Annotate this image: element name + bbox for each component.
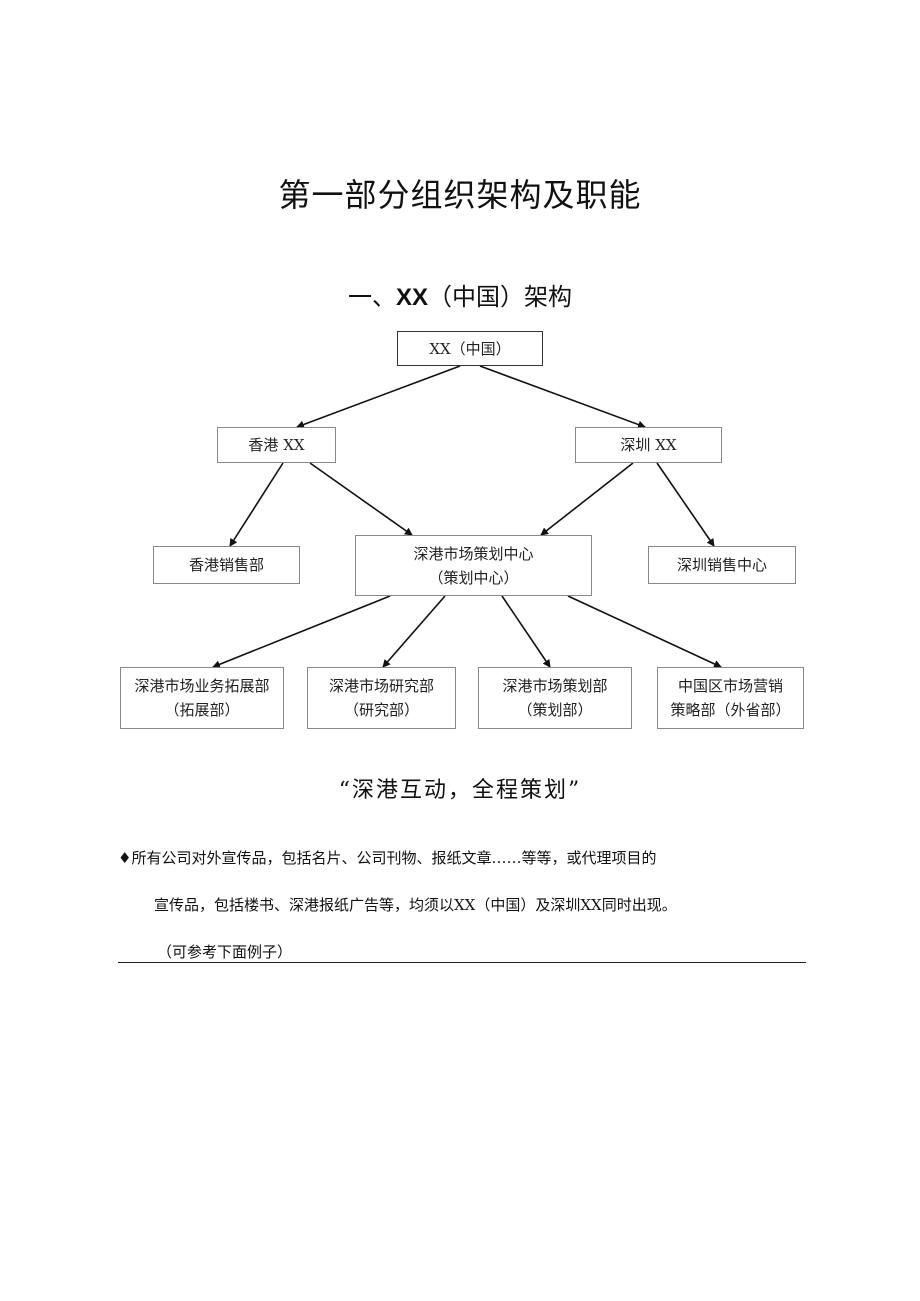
node-label: 香港销售部 <box>188 556 264 574</box>
arrow-center-china <box>567 595 722 668</box>
arrow-hk-hksales <box>229 462 284 547</box>
node-label: 香港 XX <box>248 436 305 454</box>
org-node-hk-sales: 香港销售部 <box>153 546 300 584</box>
node-sublabel: （策划部） <box>517 701 593 719</box>
org-node-research: 深港市场研究部 （研究部） <box>307 667 456 729</box>
node-label: 深圳 XX <box>620 436 677 454</box>
section-number: 一、 <box>347 283 396 311</box>
node-sublabel: （策划中心） <box>428 568 519 587</box>
node-sublabel: （拓展部） <box>164 701 240 719</box>
section-suffix: （中国）架构 <box>428 283 572 311</box>
slogan: “深港互动，全程策划” <box>338 778 582 803</box>
org-node-sz: 深圳 XX <box>575 427 722 463</box>
paragraph-line-1: ♦所有公司对外宣传品，包括名片、公司刊物、报纸文章……等等，或代理项目的 <box>118 847 656 868</box>
node-label: 深港市场策划部 <box>502 677 608 695</box>
node-label: 深圳销售中心 <box>676 556 767 574</box>
org-node-center: 深港市场策划中心 （策划中心） <box>355 535 592 596</box>
horizontal-rule <box>118 962 806 963</box>
org-node-planning: 深港市场策划部 （策划部） <box>478 667 632 729</box>
node-label: 深港市场业务拓展部 <box>134 677 270 695</box>
arrow-center-research <box>382 595 446 668</box>
arrow-root-sz <box>479 365 646 429</box>
org-node-sz-sales: 深圳销售中心 <box>648 546 796 584</box>
org-node-root: XX（中国） <box>397 331 543 366</box>
section-brand: XX <box>395 284 428 311</box>
node-sublabel: （研究部） <box>343 701 419 719</box>
node-label: 深港市场策划中心 <box>413 544 534 563</box>
arrow-hk-center <box>309 462 413 536</box>
paragraph-text: 所有公司对外宣传品，包括名片、公司刊物、报纸文章……等等，或代理项目的 <box>131 849 657 867</box>
org-node-expansion: 深港市场业务拓展部 （拓展部） <box>120 667 284 729</box>
arrow-center-expansion <box>212 595 391 669</box>
section-heading: 一、XX（中国）架构 <box>0 277 920 312</box>
page-title: 第一部分组织架构及职能 <box>278 176 642 214</box>
paragraph-line-2: 宣传品，包括楼书、深港报纸广告等，均须以XX（中国）及深圳XX同时出现。 <box>154 896 677 914</box>
node-label: 深港市场研究部 <box>328 677 434 695</box>
node-sublabel: 策略部（外省部） <box>670 701 791 719</box>
org-node-hk: 香港 XX <box>217 427 336 463</box>
node-label: 中国区市场营销 <box>677 677 783 695</box>
arrow-sz-szsales <box>656 462 715 547</box>
arrow-root-hk <box>296 365 461 429</box>
arrow-center-planning <box>501 595 551 668</box>
org-node-china: 中国区市场营销策略部（外省部） <box>657 667 804 729</box>
arrow-sz-center <box>540 462 634 536</box>
paragraph-note: （可参考下面例子） <box>157 943 293 961</box>
diamond-bullet-icon: ♦ <box>118 849 132 867</box>
node-label: XX（中国） <box>429 339 511 358</box>
